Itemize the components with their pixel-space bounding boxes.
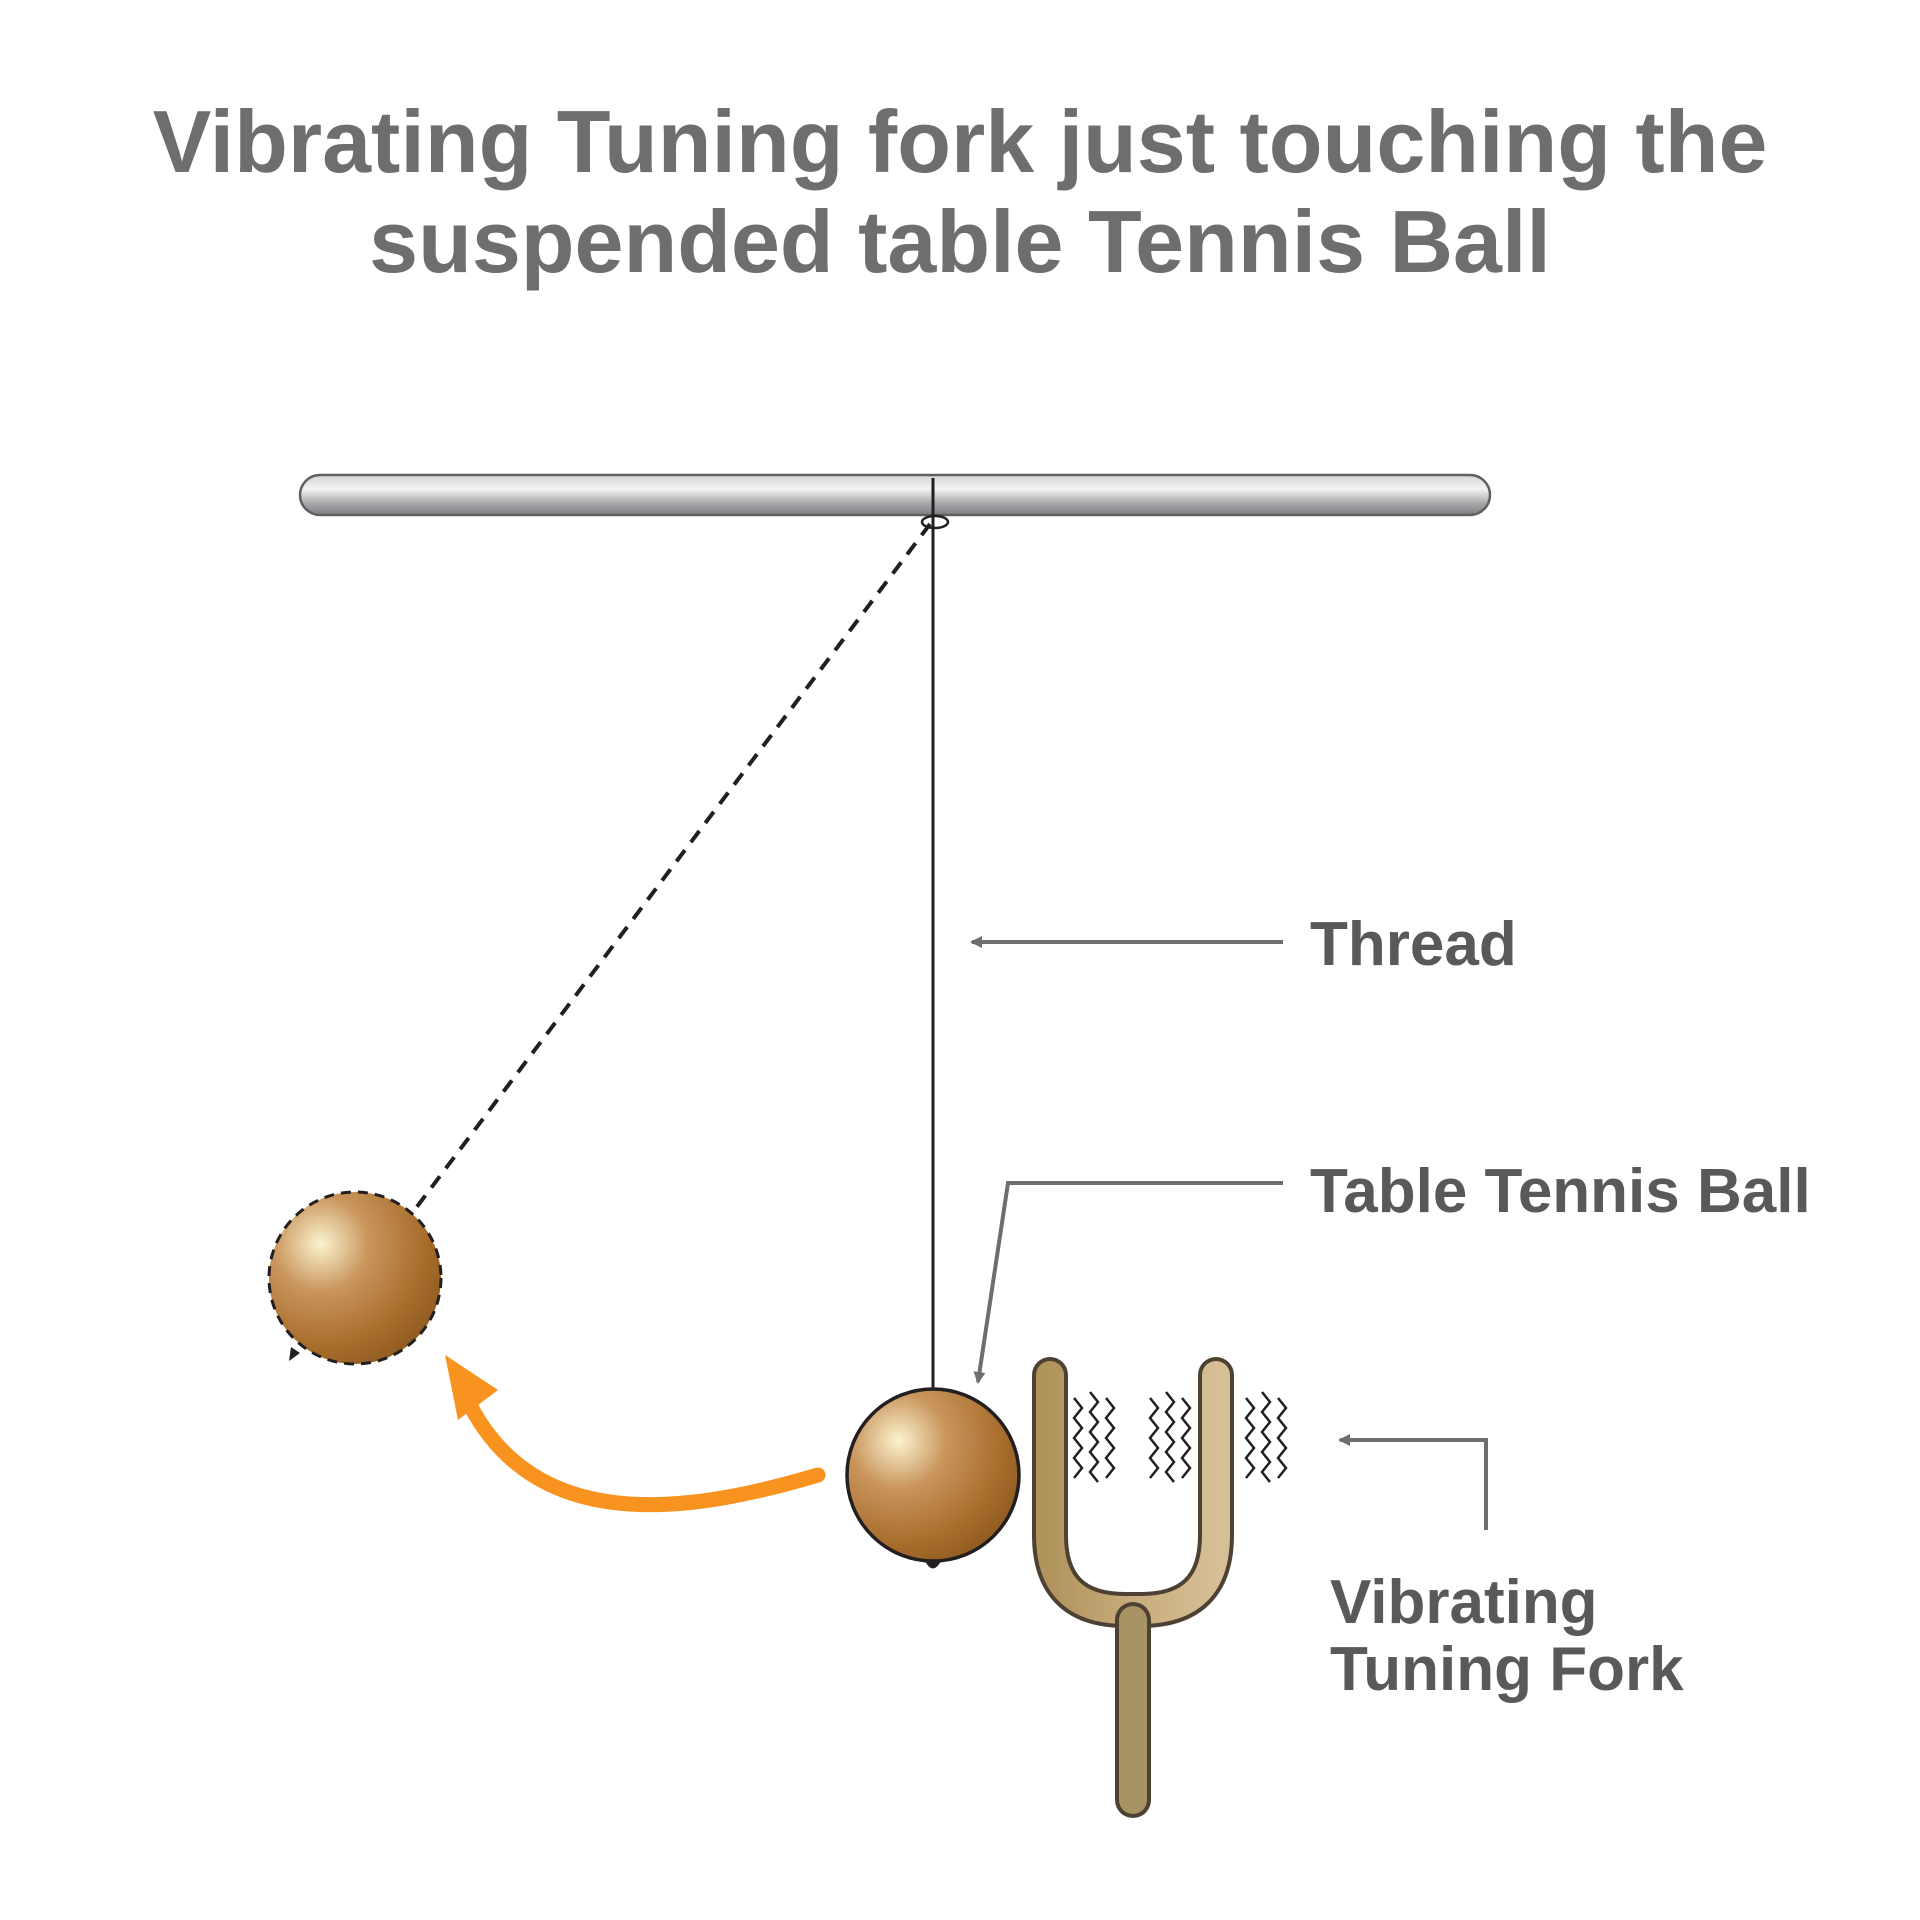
ball-label: Table Tennis Ball (1310, 1157, 1811, 1226)
vibration-lines (1072, 1391, 1288, 1483)
swung-ball-tip (289, 1347, 300, 1361)
ball-pointer (973, 1181, 1283, 1384)
swung-thread-dashed (408, 522, 932, 1218)
support-rod (298, 473, 1492, 517)
fork-label-line-2: Tuning Fork (1330, 1635, 1684, 1704)
diagram-title-line-1: Vibrating Tuning fork just touching the (153, 92, 1768, 191)
diagram-title-line-2: suspended table Tennis Ball (369, 192, 1551, 291)
ball-bottom-tip (925, 1561, 941, 1569)
swing-arrow (462, 1397, 826, 1513)
fork-label-line-1: Vibrating (1330, 1568, 1598, 1637)
fork-pointer (1338, 1434, 1488, 1530)
tuning-fork (1032, 1357, 1234, 1818)
swung-ball (267, 1190, 443, 1366)
thread-knot (920, 514, 950, 530)
thread-label: Thread (1310, 910, 1517, 979)
swing-arrow-head (445, 1355, 498, 1420)
table-tennis-ball (845, 1387, 1021, 1563)
